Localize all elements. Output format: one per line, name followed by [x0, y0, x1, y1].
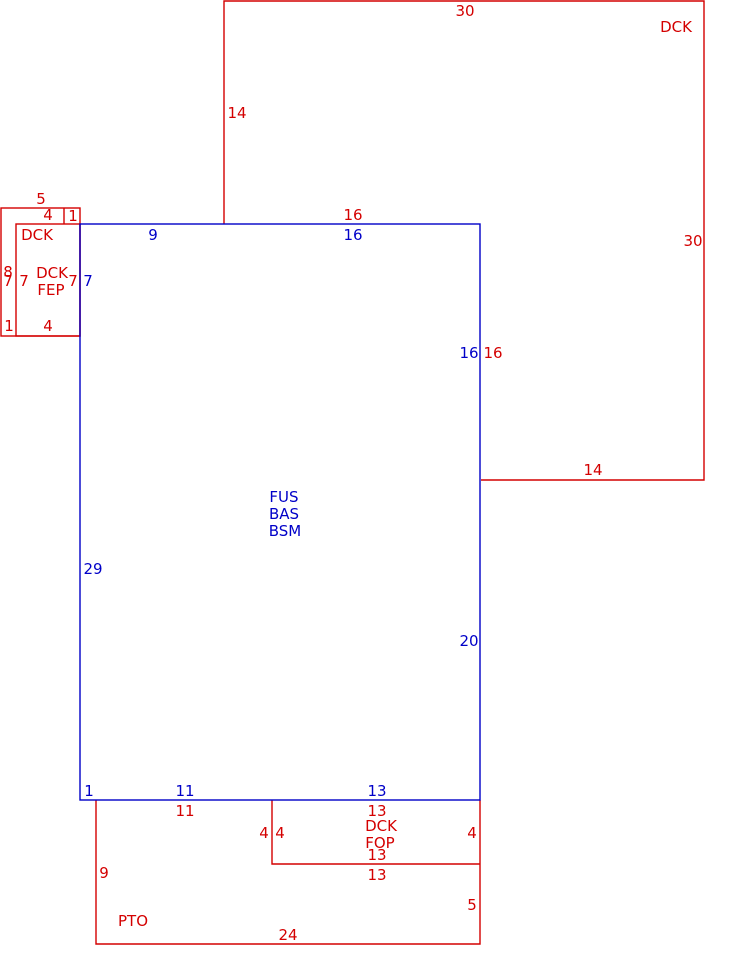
side-deck-outer-left-dim: 8	[3, 263, 13, 281]
patio-top-dim: 11	[175, 802, 194, 820]
lower-deck-top-dim: 13	[367, 802, 386, 820]
main-top-right-dim: 16	[343, 226, 362, 244]
lower-deck-left-inner-dim: 4	[275, 824, 285, 842]
upper-deck-inner-top-dim: 16	[343, 206, 362, 224]
patio-left-dim: 9	[99, 864, 109, 882]
main-label-bas: BAS	[269, 505, 299, 523]
upper-deck: 30 DCK 14 30 14 16 16	[223, 0, 705, 481]
patio-bottom-dim: 24	[278, 926, 297, 944]
side-deck-bottom-dim: 4	[43, 317, 53, 335]
lower-deck-below-dim: 13	[367, 866, 386, 884]
main-label-bsm: BSM	[269, 522, 302, 540]
side-porch-label-2: FEP	[37, 281, 64, 299]
side-porch-label: DCK	[36, 264, 69, 282]
lower-deck-label-2: FOP	[365, 834, 394, 852]
upper-deck-bottom-dim: 14	[583, 461, 602, 479]
main-right-upper-dim: 16	[459, 344, 478, 362]
upper-deck-inner-right-dim: 16	[483, 344, 502, 362]
side-deck-left-dim: 7	[3, 272, 13, 290]
lower-additions: 11 13 DCK FOP 13 13 4 4 4 9 5 PTO 24	[95, 800, 481, 945]
side-deck-inner-left-dim: 7	[19, 272, 29, 290]
lower-deck-label: DCK	[365, 817, 398, 835]
patio-label: PTO	[118, 912, 148, 930]
main-area-outline	[79, 223, 481, 801]
side-deck-corner-bottom-dim: 1	[4, 317, 14, 335]
lower-deck-right-dim: 4	[467, 824, 477, 842]
side-deck-label: DCK	[21, 226, 54, 244]
upper-deck-outline	[223, 0, 705, 481]
main-right-lower-dim: 20	[459, 632, 478, 650]
upper-deck-right-dim: 30	[683, 232, 702, 250]
side-deck-inner-top-dim: 4	[43, 206, 53, 224]
side-deck-corner-top-dim: 1	[68, 207, 78, 225]
main-corner-dim: 1	[84, 782, 94, 800]
patio-outline	[95, 800, 481, 945]
side-deck: 5 4 1 DCK 8 7 7 DCK FEP 7 4 1	[0, 190, 81, 337]
upper-deck-left-dim: 14	[227, 104, 246, 122]
main-area: 9 16 7 16 FUS BAS BSM 29 20 1 11 13	[79, 223, 481, 801]
main-left-dim: 29	[83, 560, 102, 578]
main-bottom-right-dim: 13	[367, 782, 386, 800]
main-bottom-left-dim: 11	[175, 782, 194, 800]
lower-deck-left-outer-dim: 4	[259, 824, 269, 842]
lower-deck-bottom-dim: 13	[367, 846, 386, 864]
lower-deck-outline	[271, 800, 480, 865]
side-porch-right-dim: 7	[68, 272, 78, 290]
patio-right-dim: 5	[467, 896, 477, 914]
upper-deck-top-dim: 30	[455, 2, 474, 20]
upper-deck-label: DCK	[660, 18, 693, 36]
side-deck-top-dim: 5	[36, 190, 46, 208]
main-label-fus: FUS	[269, 488, 298, 506]
main-top-left-dim: 9	[148, 226, 158, 244]
main-left-notch-dim: 7	[83, 272, 93, 290]
